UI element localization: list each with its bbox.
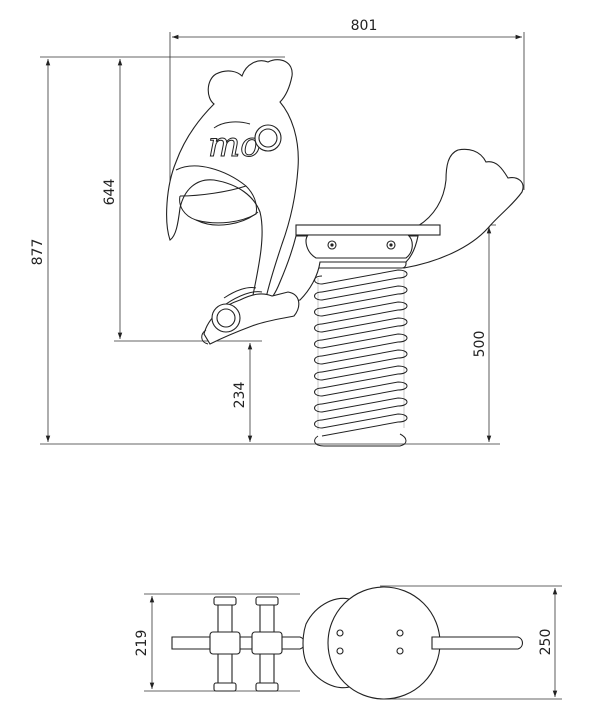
handle-grip-inner xyxy=(216,308,236,328)
dimension-top-depth-label: 219 xyxy=(134,630,150,657)
top-bolt-4 xyxy=(396,647,404,655)
tail-plate xyxy=(431,636,524,650)
top-bolt-3 xyxy=(396,629,404,637)
eye-inner xyxy=(258,128,278,148)
dimension-overall-height-label: 877 xyxy=(30,239,46,266)
handle-bar-left-cap-bottom xyxy=(213,682,237,692)
logo-mo-text: mo xyxy=(208,125,261,165)
seat-plate xyxy=(295,224,441,236)
wing-feather-1 xyxy=(225,291,263,305)
dimension-seat-height: 500 xyxy=(440,224,496,442)
handle-mount-left xyxy=(209,631,241,655)
top-bolt-2 xyxy=(336,647,344,655)
dimension-seat-width: 250 xyxy=(380,585,562,700)
seat-top-disc xyxy=(327,586,441,700)
dimension-overall-height: 877 xyxy=(30,56,500,445)
seat-bolt-left-center xyxy=(330,243,334,247)
handle-bar-right-cap-bottom xyxy=(255,682,279,692)
dimension-width-label: 801 xyxy=(351,18,378,34)
dimension-handle-height: 234 xyxy=(232,343,253,442)
dimension-seat-width-label: 250 xyxy=(538,629,554,656)
seat-bolt-right-center xyxy=(389,243,393,247)
handle-mount-right xyxy=(251,631,283,655)
eyebrow xyxy=(213,121,251,129)
seat-mount xyxy=(305,234,413,259)
dimension-head-height: 644 xyxy=(102,59,262,342)
head-shape xyxy=(166,59,299,301)
beak-lower xyxy=(195,211,259,226)
dimension-handle-height-label: 234 xyxy=(232,382,248,409)
wing-feather-2 xyxy=(223,287,257,299)
logo-mo: mo xyxy=(208,125,262,166)
tail-shape xyxy=(403,148,524,269)
spring xyxy=(309,251,408,447)
top-view: 219 250 xyxy=(134,585,562,700)
dimension-seat-height-label: 500 xyxy=(472,331,488,358)
handle-bar-left-cap-top xyxy=(213,596,237,606)
top-bolt-1 xyxy=(336,629,344,637)
handle-bar-right-cap-top xyxy=(255,596,279,606)
dimension-head-height-label: 644 xyxy=(102,179,118,206)
side-view: 801 877 644 234 500 xyxy=(30,18,525,447)
handle-tip xyxy=(201,329,209,345)
beak-line xyxy=(179,185,247,197)
